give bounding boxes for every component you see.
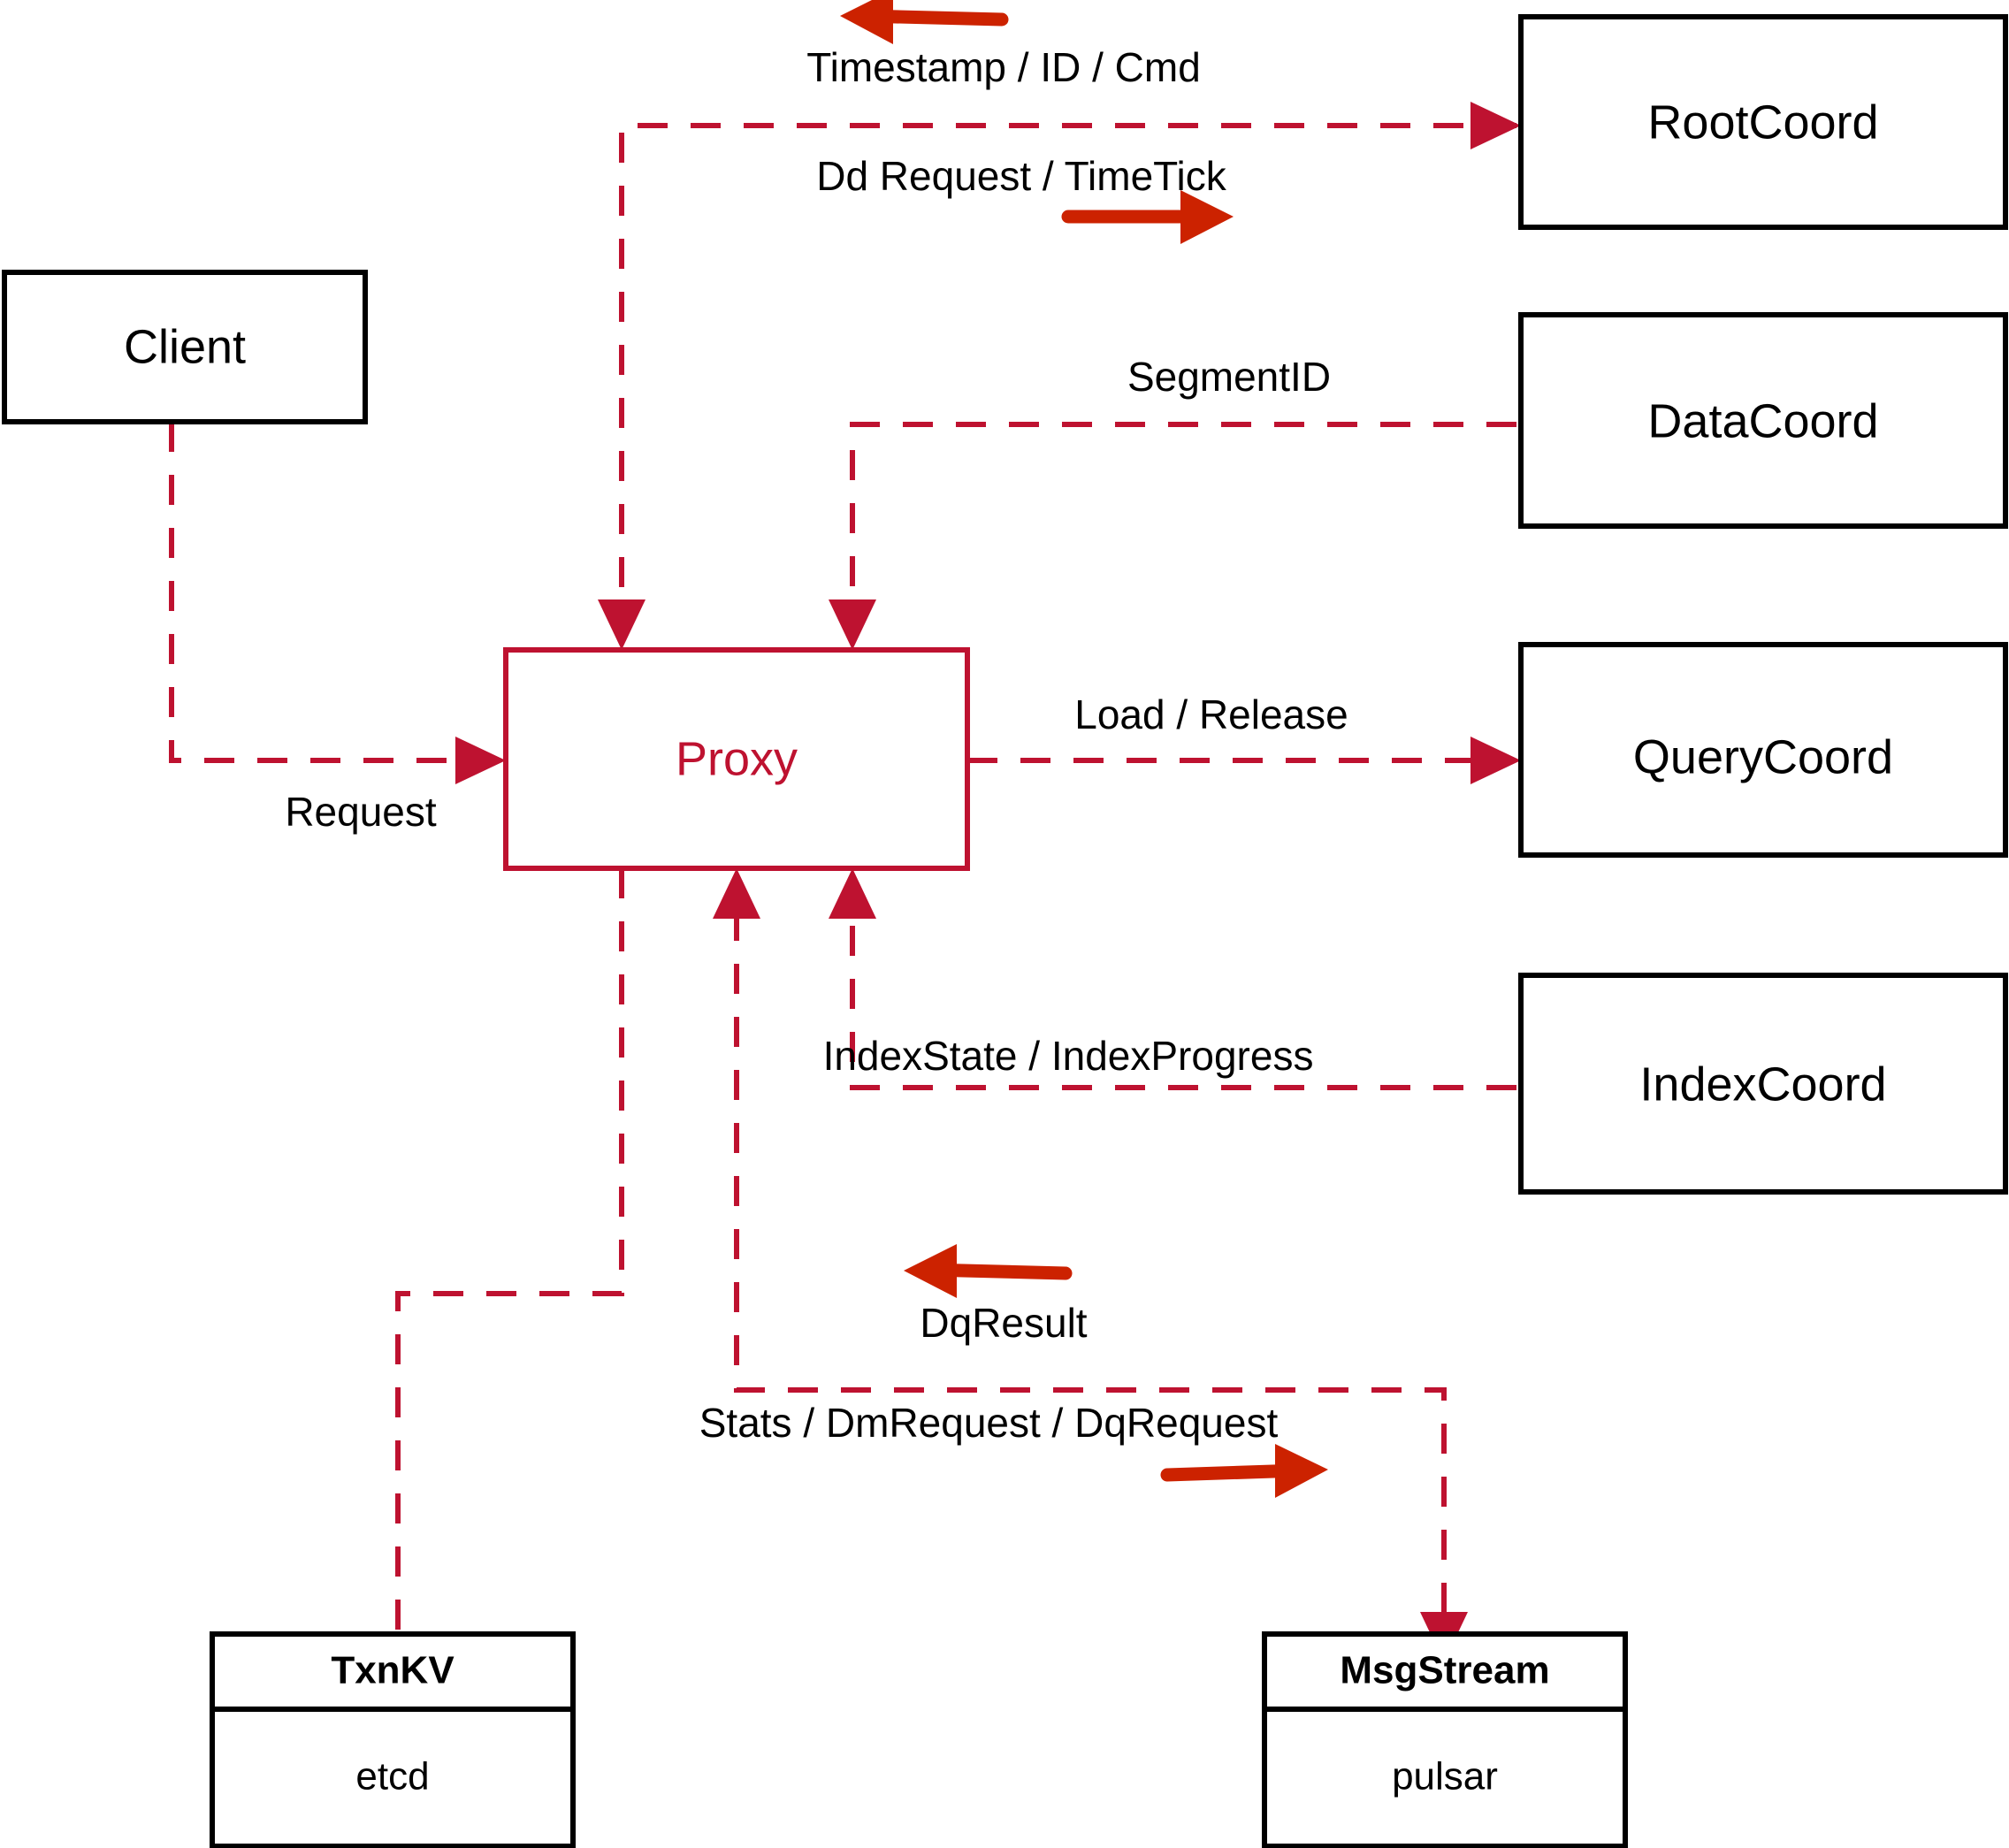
flow-proxy-to-txnkv: [395, 868, 624, 1631]
edge-label-timestamp-id-cmd: Timestamp / ID / Cmd: [806, 44, 1201, 90]
flow-rootcoord-to-proxy-arrowhead: [598, 599, 645, 650]
node-indexcoord[interactable]: IndexCoord: [1518, 973, 2008, 1195]
node-txnkv-title: TxnKV: [331, 1649, 455, 1692]
flow-proxy-to-querycoord-arrowhead: [1470, 737, 1521, 784]
node-querycoord[interactable]: QueryCoord: [1518, 642, 2008, 858]
edge-label-dd-request-timetick: Dd Request / TimeTick: [816, 153, 1227, 199]
flow-msgstream-to-proxy-arrowhead: [713, 868, 760, 919]
flow-indexcoord-to-proxy-arrowhead: [829, 868, 876, 919]
node-client[interactable]: Client: [2, 270, 368, 424]
edge-label-index-state-progress: IndexState / IndexProgress: [823, 1033, 1314, 1079]
node-rootcoord-label: RootCoord: [1647, 95, 1878, 149]
flow-indexcoord-to-proxy: [850, 911, 1516, 1090]
direction-arrow-dqresult-left: [904, 1244, 1073, 1298]
edge-label-request: Request: [285, 789, 437, 835]
node-datacoord[interactable]: DataCoord: [1518, 312, 2008, 529]
node-indexcoord-label: IndexCoord: [1639, 1058, 1886, 1111]
flow-proxy-to-rootcoord-arrowhead: [1470, 102, 1521, 149]
edge-label-load-release: Load / Release: [1074, 691, 1348, 737]
node-msgstream[interactable]: MsgStream pulsar: [1262, 1631, 1628, 1848]
node-querycoord-label: QueryCoord: [1633, 730, 1893, 783]
node-txnkv[interactable]: TxnKV etcd: [210, 1631, 576, 1848]
node-client-label: Client: [124, 320, 246, 373]
flow-datacoord-to-proxy-arrowhead: [829, 599, 876, 650]
direction-arrow-ddrequest-right: [1061, 190, 1234, 244]
direction-arrow-stats-right: [1160, 1444, 1328, 1498]
node-txnkv-impl: etcd: [355, 1755, 429, 1798]
node-datacoord-label: DataCoord: [1647, 394, 1878, 447]
flow-datacoord-to-proxy: [850, 422, 1516, 610]
flow-client-to-proxy-arrowhead: [455, 737, 506, 784]
edge-label-segment-id: SegmentID: [1127, 354, 1331, 400]
node-msgstream-impl: pulsar: [1392, 1755, 1498, 1798]
node-proxy[interactable]: Proxy: [503, 647, 970, 871]
node-msgstream-title: MsgStream: [1340, 1649, 1549, 1692]
edge-label-stats-dm-dq-request: Stats / DmRequest / DqRequest: [699, 1400, 1279, 1446]
flow-proxy-msgstream-bus: [734, 911, 1447, 1630]
edge-label-dq-result: DqResult: [920, 1300, 1087, 1346]
node-rootcoord[interactable]: RootCoord: [1518, 14, 2008, 230]
node-proxy-label: Proxy: [676, 732, 798, 785]
flow-client-to-proxy: [169, 422, 460, 763]
direction-arrow-timestamp-left: [840, 0, 1009, 44]
